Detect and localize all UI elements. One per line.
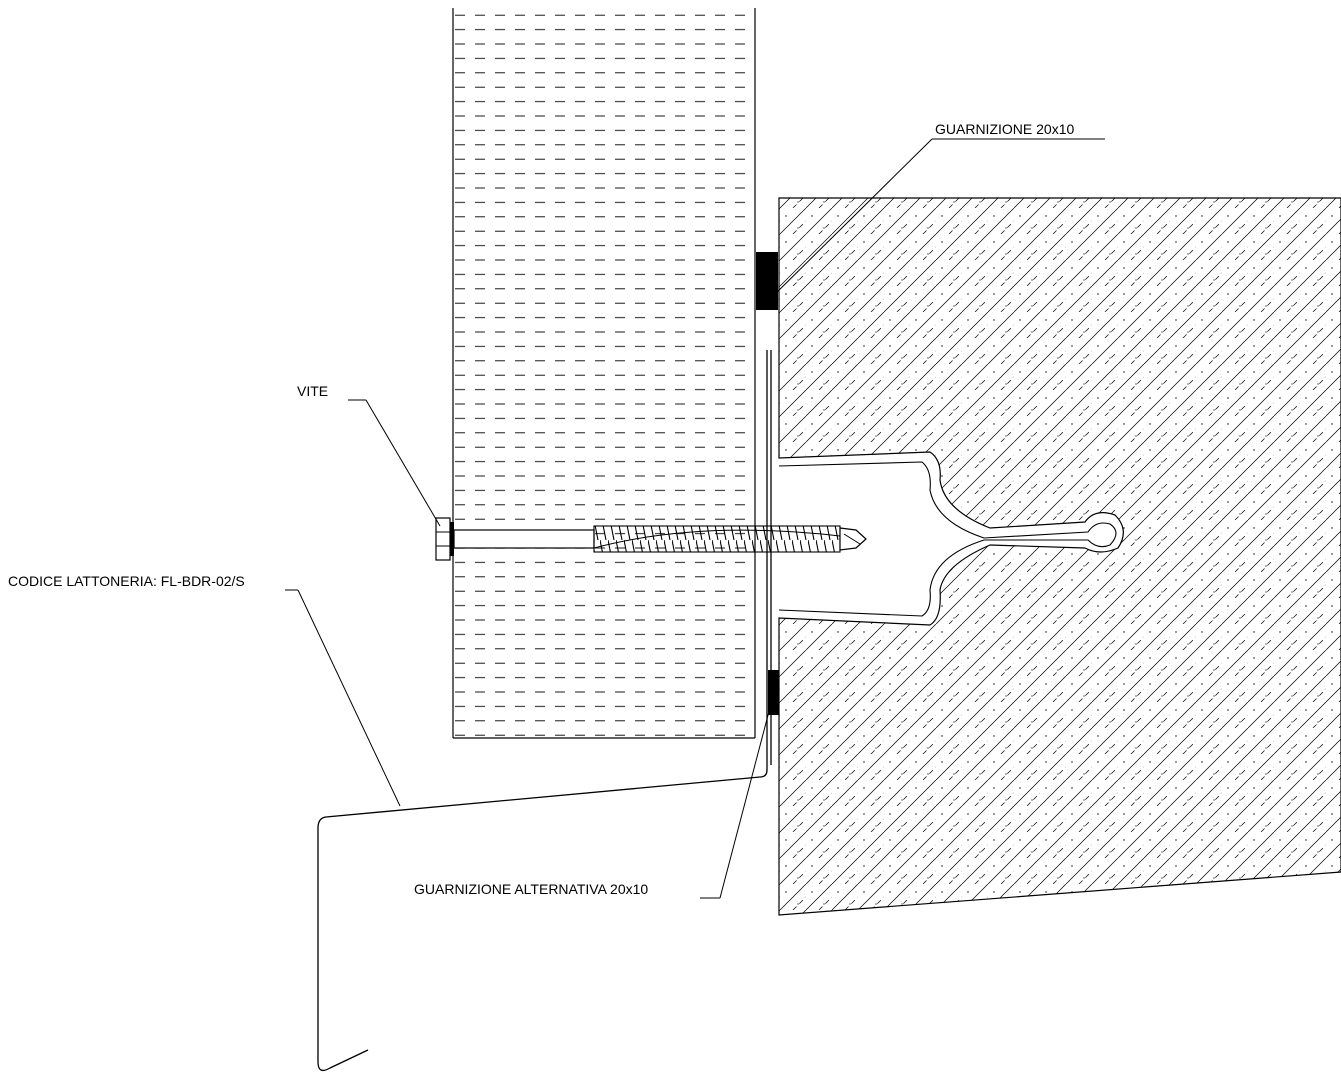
leader-codice-lattoneria — [285, 589, 401, 807]
label-vite: VITE — [297, 383, 328, 399]
leader-guarnizione-alternativa — [700, 699, 773, 899]
concrete-wall — [778, 197, 1341, 916]
screw — [435, 517, 867, 561]
anchor-channel — [778, 461, 1117, 617]
label-codice-lattoneria: CODICE LATTONERIA: FL-BDR-02/S — [8, 573, 245, 589]
gasket-top — [756, 252, 778, 310]
label-guarnizione-alternativa: GUARNIZIONE ALTERNATIVA 20x10 — [414, 881, 648, 897]
leader-vite — [348, 399, 441, 527]
label-guarnizione-20x10: GUARNIZIONE 20x10 — [935, 121, 1074, 137]
leader-guarnizione-top — [766, 138, 1105, 303]
gasket-alternative — [768, 670, 779, 715]
insulation-panel — [452, 8, 756, 739]
